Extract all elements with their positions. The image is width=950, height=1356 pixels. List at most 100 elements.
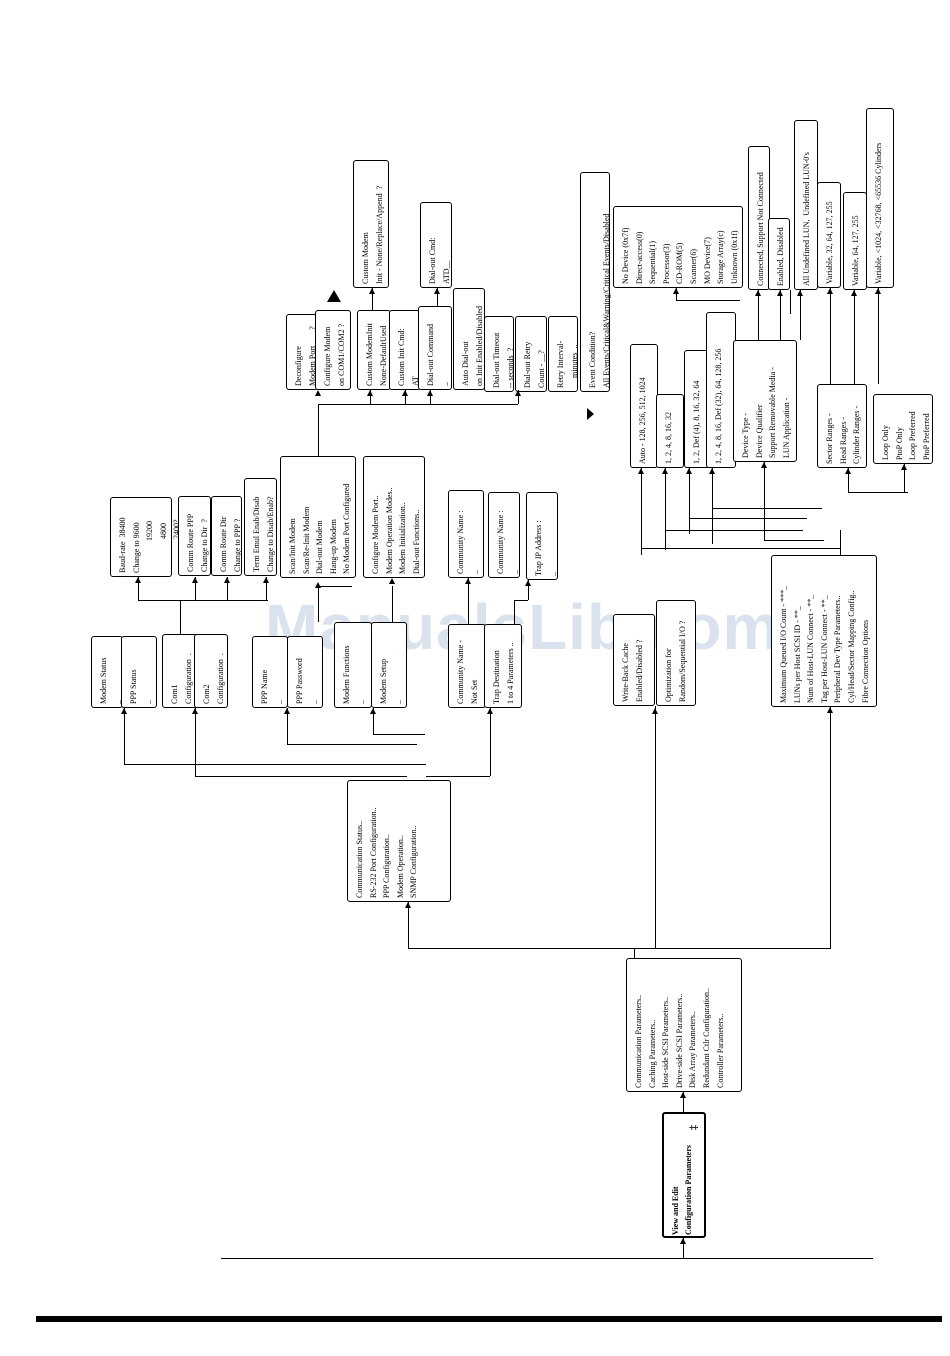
- connector-line: [683, 1238, 684, 1258]
- comm-route-dir-box: Comm Route Dir Change to PPP ?: [211, 496, 242, 576]
- connector-line: [689, 518, 807, 519]
- arrow-icon: [315, 390, 321, 396]
- connector-line: [408, 948, 635, 949]
- connector-line: [437, 288, 438, 306]
- lun-app-opts-box: All Undefined LUN, Undefined LUN-0's: [794, 120, 818, 290]
- dialout-timeout-label: Dial-out Timeout -- seconds ?: [492, 332, 515, 388]
- arrow-icon: [434, 288, 440, 294]
- event-condition-label: Event Condition? All Events/Critical&War…: [588, 213, 611, 388]
- cyl-opts-label: Variable, <1024, <32768, <65536 Cylinder…: [874, 142, 883, 284]
- connector-line: [758, 290, 759, 340]
- arrow-icon: [680, 1238, 686, 1244]
- arrow-icon: [797, 290, 803, 296]
- community-name-1-label: Community Name : _: [456, 510, 479, 574]
- arrow-icon: [777, 290, 783, 296]
- device-types-label: No Device (0x7f) Direct-access(0) Sequen…: [621, 227, 739, 284]
- chs-menu-box: Sector Ranges - Head Ranges - Cylinder R…: [817, 384, 867, 468]
- custom-modem-init-label: Custom ModemInit None-DefaultUsed: [365, 323, 388, 386]
- chs-menu-label: Sector Ranges - Head Ranges - Cylinder R…: [825, 405, 862, 464]
- connector-line: [373, 708, 374, 734]
- connector-line: [830, 707, 831, 948]
- luns-opts-box: 1, 2, 4, 8, 16, 32: [656, 394, 684, 468]
- connector-line: [287, 744, 417, 745]
- connector-line: [195, 577, 196, 600]
- arrow-icon: [224, 577, 230, 583]
- arrow-icon: [389, 578, 395, 584]
- deconfigure-box: Deconfigure Modem Port ?: [286, 314, 318, 390]
- arrow-icon: [367, 390, 373, 396]
- dialout-cmd-label: Dial-out Cmd: ATD__: [428, 237, 451, 284]
- comm-route-ppp-label: Comm Route PPP Change to Dir ?: [186, 513, 209, 572]
- writeback-box: Write-Back Cache Enabled/Disabled ?: [613, 614, 655, 706]
- modem-setup-list-box: Configure Modem Port.. Modem Operation M…: [363, 456, 425, 578]
- arrow-icon: [192, 577, 198, 583]
- arrow-icon: [515, 390, 521, 396]
- ppp-status-label: PPP Status _: [129, 669, 152, 704]
- num-opts-label: 1, 2, Def (4), 8, 16, 32, 64: [692, 380, 701, 464]
- comm-menu-box: Communication Status.. RS-232 Port Confi…: [347, 780, 451, 902]
- dialout-timeout-box: Dial-out Timeout -- seconds ?: [484, 316, 515, 392]
- modem-setup-label: Modem Setup _: [379, 658, 402, 704]
- ppp-password-box: PPP Password _: [287, 636, 323, 708]
- arrow-icon: [405, 902, 411, 908]
- cyl-opts-box: Variable, <1024, <32768, <65536 Cylinder…: [866, 108, 894, 288]
- connector-line: [878, 288, 879, 384]
- com1-label: Com1 Configuration .: [170, 653, 193, 704]
- connector-line: [854, 290, 855, 384]
- connector-line: [634, 948, 635, 958]
- root-box: View and Edit Configuration Parameters: [662, 1112, 706, 1238]
- connector-line: [712, 468, 713, 544]
- connector-line: [830, 948, 831, 949]
- com1-box: Com1 Configuration .: [162, 634, 198, 708]
- connector-line: [634, 948, 656, 949]
- com2-label: Com2 Configuration .: [202, 653, 225, 704]
- connector-line: [180, 600, 181, 634]
- connector-line: [790, 290, 791, 314]
- com2-box: Com2 Configuration .: [194, 634, 228, 708]
- connector-line: [195, 708, 196, 776]
- head-opts-label: Variable, 64, 127, 255: [851, 215, 860, 286]
- arrow-icon: [827, 288, 833, 294]
- community-name-1-box: Community Name : _: [448, 490, 484, 578]
- arrow-icon: [686, 468, 692, 474]
- optimization-box: Optimization for Random/Sequential I/O ?: [656, 600, 696, 706]
- periph-menu-box: Device Type - Device Qualifier Support R…: [733, 340, 797, 462]
- arrow-icon: [662, 468, 668, 474]
- retry-interval-label: Retry Interval- __ minutes ..: [556, 340, 579, 388]
- connector-line: [689, 468, 690, 534]
- connector-line: [373, 734, 425, 735]
- dialout-retry-label: Dial-out Retry Count - __?: [523, 341, 546, 388]
- auto-dialout-box: Auto Dial-out on Init Enabled/Disabled: [453, 288, 485, 390]
- ppp-password-label: PPP Password _: [295, 658, 318, 704]
- host-menu-box: Maximum Queued I/O Count - ***_ LUNs per…: [771, 555, 877, 707]
- root-label: View and Edit Configuration Parameters: [671, 1145, 693, 1235]
- separator-line: [221, 1258, 873, 1259]
- modem-func-list-label: Scan/Init Modem Scan/Re-Init Modem Dial-…: [288, 483, 352, 574]
- modem-setup-box: Modem Setup _: [371, 622, 407, 708]
- level1-label: Communication Parameters.. Caching Param…: [634, 988, 725, 1088]
- tag-opts-label: 1, 2, 4, 8, 16, Def (32), 64, 128, 256: [714, 348, 723, 464]
- sector-opts-box: Variable, 32, 64, 127, 255: [817, 182, 841, 288]
- connector-line: [405, 390, 406, 404]
- configure-modem-label: Configure Modem on COM1/COM2 ?: [323, 323, 346, 386]
- lun-app-opts-label: All Undefined LUN, Undefined LUN-0's: [802, 152, 811, 286]
- dialout-command-box: Dial-out Command _: [418, 306, 452, 390]
- ppp-name-box: PPP Name _: [252, 636, 288, 708]
- connector-line: [676, 288, 677, 300]
- optimization-label: Optimization for Random/Sequential I/O ?: [664, 620, 687, 702]
- level1-box: Communication Parameters.. Caching Param…: [626, 958, 742, 1092]
- connector-line: [676, 300, 740, 301]
- configure-modem-box: Configure Modem on COM1/COM2 ?: [315, 310, 351, 390]
- arrow-icon: [901, 464, 907, 470]
- luns-opts-label: 1, 2, 4, 8, 16, 32: [664, 412, 673, 464]
- connector-line: [392, 586, 393, 622]
- baud-label: Baud-rate 38400 Change to 9600 19200 480…: [118, 517, 182, 573]
- arrow-icon: [427, 390, 433, 396]
- marker-triangle-events: [587, 408, 594, 420]
- modem-functions-label: Modem Functions _: [342, 645, 365, 704]
- auto-dialout-label: Auto Dial-out on Init Enabled/Disabled: [461, 306, 484, 386]
- modem-func-list-box: Scan/Init Modem Scan/Re-Init Modem Dial-…: [280, 456, 356, 578]
- arrow-icon: [315, 582, 321, 588]
- device-types-box: No Device (0x7f) Direct-access(0) Sequen…: [613, 206, 743, 288]
- fibre-opts-label: Loop Only PtoP Only Loop Preferred PtoP …: [881, 411, 931, 460]
